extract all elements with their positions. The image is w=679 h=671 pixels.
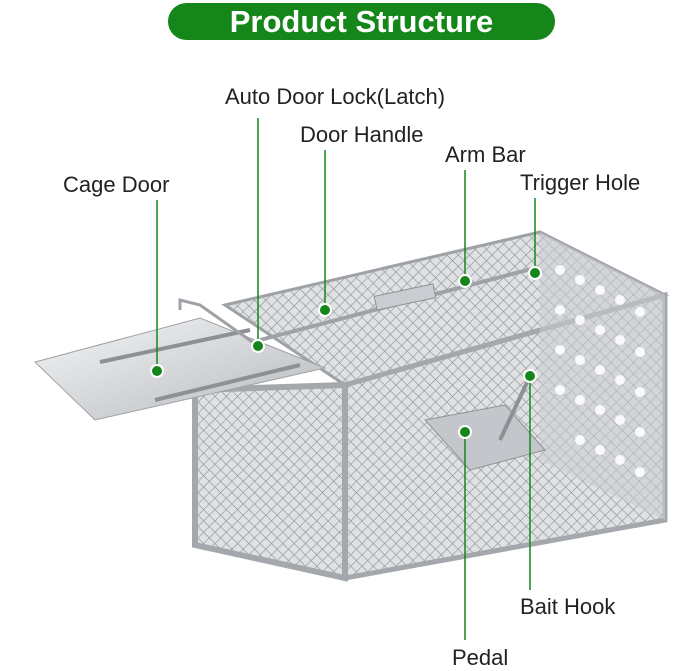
- marker-bait-hook: [523, 369, 537, 383]
- label-bait-hook: Bait Hook: [520, 594, 616, 619]
- label-door-handle: Door Handle: [300, 122, 424, 147]
- label-auto-door-lock: Auto Door Lock(Latch): [225, 84, 446, 109]
- marker-door-handle: [318, 303, 332, 317]
- pedal: [424, 404, 546, 471]
- label-cage-door: Cage Door: [63, 172, 170, 197]
- marker-cage-door: [150, 364, 164, 378]
- marker-pedal: [458, 425, 472, 439]
- title-banner: Product Structure: [168, 3, 555, 40]
- cage-end-plate: [540, 232, 665, 520]
- label-arm-bar: Arm Bar: [445, 142, 526, 167]
- label-pedal: Pedal: [452, 645, 509, 670]
- marker-trigger-hole: [528, 266, 542, 280]
- cage-front-end: [192, 381, 348, 582]
- marker-arm-bar: [458, 274, 472, 288]
- marker-auto-door-lock: [251, 339, 265, 353]
- label-trigger-hole: Trigger Hole: [520, 170, 641, 195]
